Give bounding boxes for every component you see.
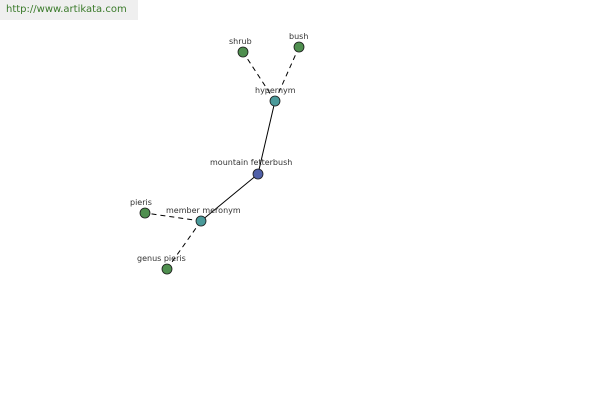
edge-member-meronym-pieris xyxy=(144,212,202,222)
node-label-shrub[interactable]: shrub xyxy=(229,37,252,46)
nodes-layer: mountain fetterbush hypernym member merony… xyxy=(130,32,308,275)
node-label-genus-pieris[interactable]: genus pieris xyxy=(137,254,186,263)
node-member-meronym[interactable]: member meronym xyxy=(166,206,241,227)
node-label-bush[interactable]: bush xyxy=(289,32,308,41)
url-banner[interactable]: http://www.artikata.com xyxy=(0,0,138,20)
edge-member-meronym-genus-pieris xyxy=(166,220,202,270)
node-circle-member-meronym[interactable] xyxy=(195,215,207,227)
node-label-hypernym[interactable]: hypernym xyxy=(255,86,296,95)
node-circle-genus-pieris[interactable] xyxy=(161,263,173,275)
edge-hypernym-shrub xyxy=(242,51,276,102)
node-circle-hypernym[interactable] xyxy=(269,95,281,107)
node-label-center[interactable]: mountain fetterbush xyxy=(210,158,292,167)
node-hypernym[interactable]: hypernym xyxy=(255,86,296,107)
edge-hypernym-bush xyxy=(274,46,300,102)
node-center[interactable]: mountain fetterbush xyxy=(210,158,292,180)
node-circle-center[interactable] xyxy=(252,168,264,180)
node-bush[interactable]: bush xyxy=(289,32,308,53)
node-genus-pieris[interactable]: genus pieris xyxy=(137,254,186,275)
node-label-pieris[interactable]: pieris xyxy=(130,198,152,207)
node-label-member-meronym[interactable]: member meronym xyxy=(166,206,241,215)
node-shrub[interactable]: shrub xyxy=(229,37,252,58)
node-circle-shrub[interactable] xyxy=(237,46,249,58)
node-pieris[interactable]: pieris xyxy=(130,198,152,219)
edges-layer xyxy=(144,46,300,270)
edge-center-member-meronym xyxy=(200,173,259,222)
node-circle-bush[interactable] xyxy=(293,41,305,53)
edge-center-hypernym xyxy=(257,100,276,175)
node-circle-pieris[interactable] xyxy=(139,207,151,219)
